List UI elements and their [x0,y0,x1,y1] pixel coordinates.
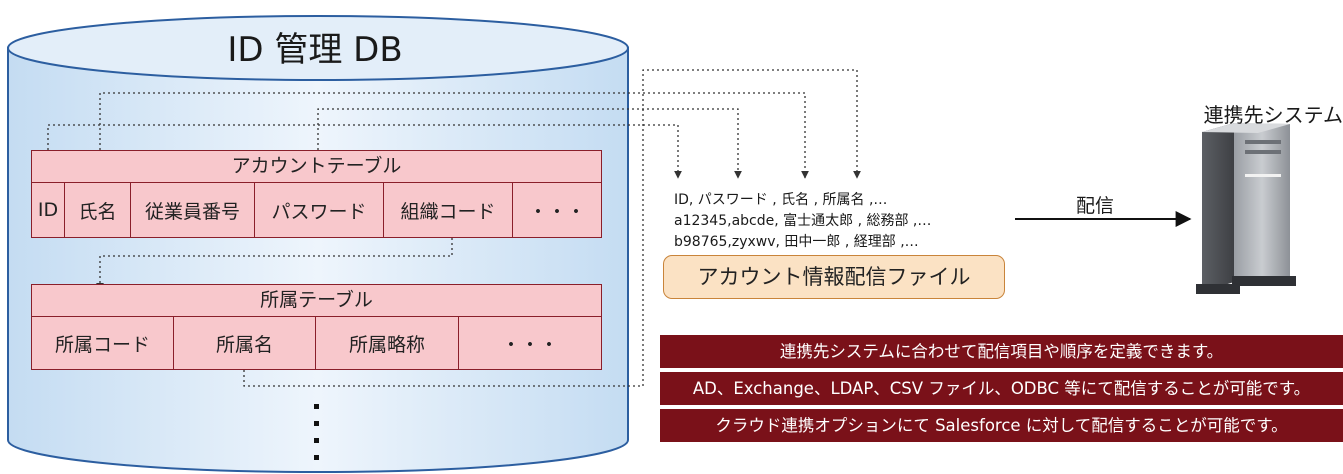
server-icon [1196,123,1296,294]
distribution-label: 配信 [1075,195,1114,217]
database-title: ID 管理 DB [227,30,403,70]
file-line-record-1: a12345,abcde, 富士通太郎 , 総務部 ,… [674,213,932,229]
field-mapping-lines [47,69,861,387]
note-define-items: 連携先システムに合わせて配信項目や順序を定義できます。 [660,335,1343,368]
account-column-employee-number: 従業員番号 [131,183,255,237]
connector-id [47,124,682,180]
account-table: アカウントテーブル ID 氏名 従業員番号 パスワード 組織コード ・・・ [31,150,602,238]
affiliation-column-code: 所属コード [32,317,174,369]
affiliation-table-title: 所属テーブル [32,285,601,317]
account-column-more: ・・・ [528,200,586,223]
file-line-record-2: b98765,zyxwv, 田中一郎 , 経理部 ,… [674,234,919,250]
affiliation-column-name: 所属名 [174,317,316,369]
affiliation-table: 所属テーブル 所属コード 所属名 所属略称 ・・・ [31,284,602,370]
connector-org-code [96,238,453,291]
note-salesforce: クラウド連携オプションにて Salesforce に対して配信することが可能です… [660,409,1343,442]
distribution-file-content: ID, パスワード , 氏名 , 所属名 ,… a12345,abcde, 富士… [674,190,931,253]
target-system-label: 連携先システム [1203,103,1343,127]
more-tables-dots [314,404,319,460]
database-cylinder [7,15,629,473]
account-column-password: パスワード [255,183,384,237]
note-protocols: AD、Exchange、LDAP、CSV ファイル、ODBC 等にて配信すること… [660,372,1343,405]
account-column-name: 氏名 [65,183,131,237]
file-line-header: ID, パスワード , 氏名 , 所属名 ,… [674,192,888,208]
account-table-title: アカウントテーブル [32,151,601,183]
distribution-file-label: アカウント情報配信ファイル [663,255,1005,299]
affiliation-column-short-name: 所属略称 [316,317,459,369]
account-column-id: ID [32,183,65,237]
connector-affiliation-name [243,69,861,387]
affiliation-column-more: ・・・ [501,333,559,356]
account-column-org-code: 組織コード [384,183,513,237]
connector-password [317,108,742,180]
